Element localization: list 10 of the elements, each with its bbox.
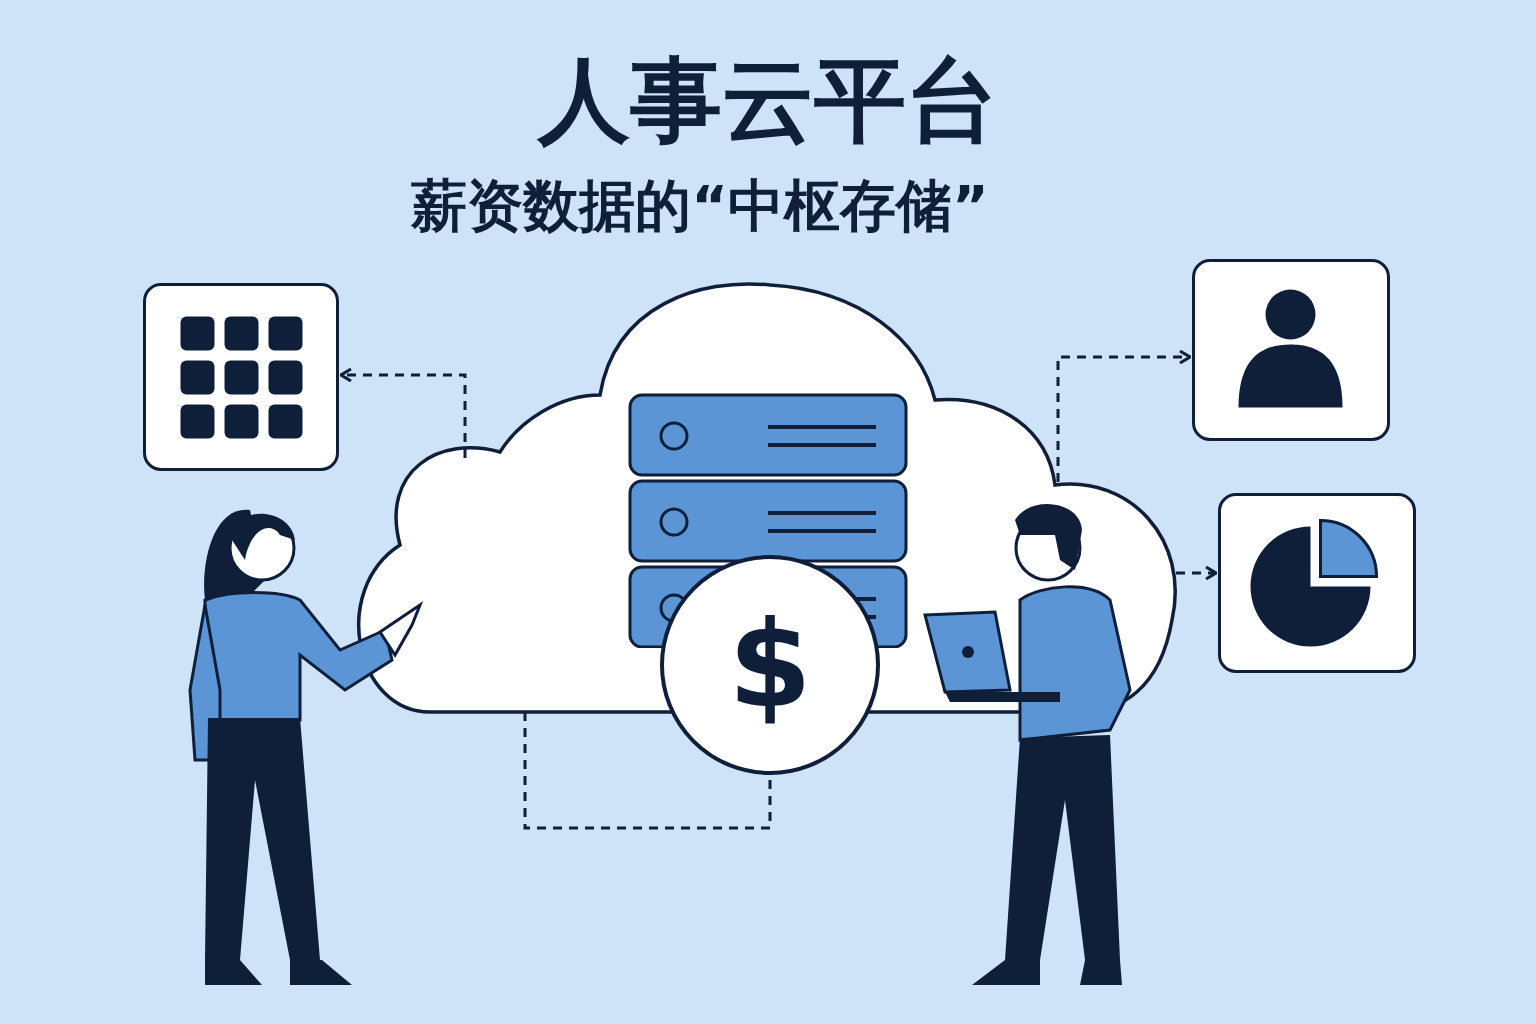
currency-symbol: $ <box>728 605 812 725</box>
dashed-arrow <box>1176 565 1218 581</box>
dashed-arrow <box>339 367 467 458</box>
icon-card <box>1218 493 1416 673</box>
title: 人事云平台 <box>536 50 999 152</box>
dashed-connector <box>523 712 772 830</box>
subtitle: 薪资数据的“中枢存储” <box>410 172 990 240</box>
icon-card <box>143 283 339 471</box>
dashed-arrow <box>1056 349 1192 482</box>
icon-card <box>1192 259 1390 441</box>
